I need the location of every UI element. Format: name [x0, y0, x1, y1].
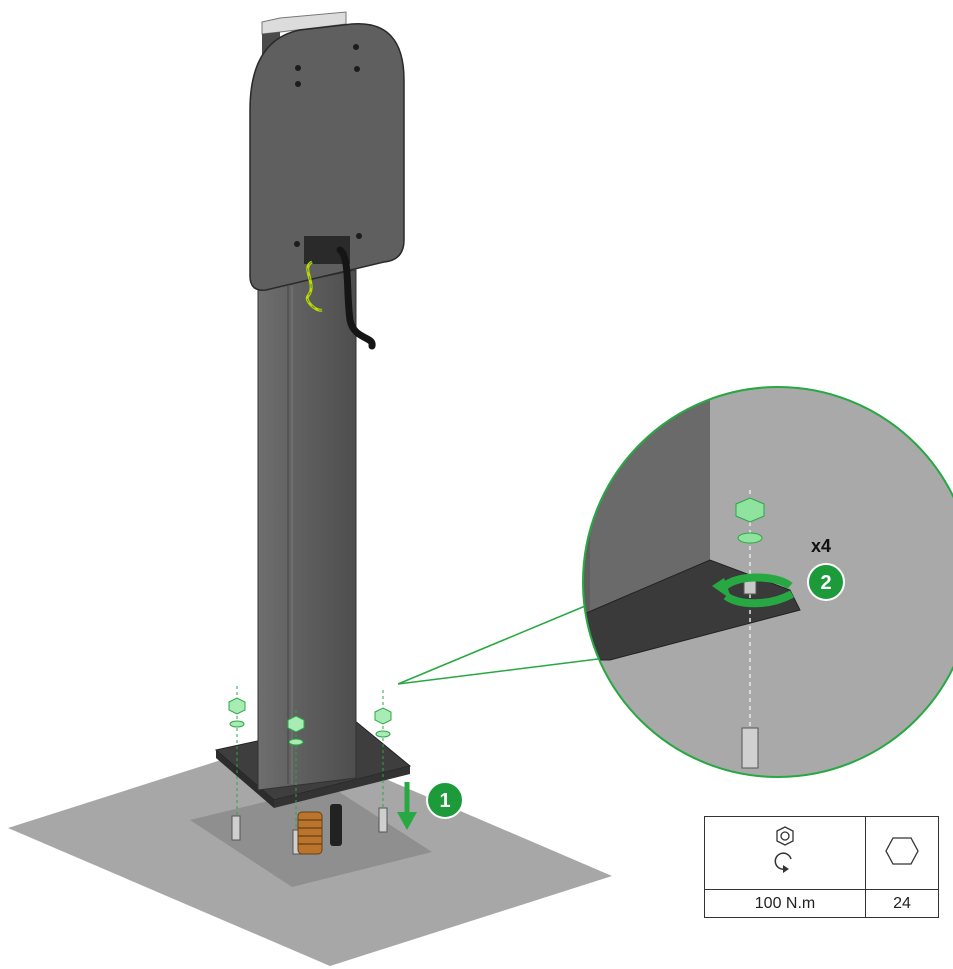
hexagon-wrench-icon — [885, 836, 919, 865]
zoom-circle-border — [582, 386, 953, 778]
torque-value: 100 N.m — [704, 889, 866, 918]
mounting-plate — [249, 23, 405, 291]
torque-spec-table: 100 N.m 24 — [704, 816, 939, 918]
mounting-holes — [294, 44, 362, 247]
nut-torque-icon — [774, 825, 794, 873]
step-1-badge: 1 — [426, 781, 464, 819]
quantity-label: x4 — [811, 536, 831, 556]
torque-icon-cell — [704, 816, 866, 890]
step-1-label: 1 — [439, 790, 450, 812]
pole-column — [257, 269, 357, 791]
power-cable — [336, 246, 376, 350]
step-2-label: 2 — [820, 572, 831, 594]
cable-conduits — [297, 804, 342, 855]
base-nuts — [228, 686, 392, 830]
step-2-badge: 2 — [807, 563, 845, 601]
down-arrow-icon — [397, 782, 417, 830]
wrench-size: 24 — [865, 889, 939, 918]
rotation-arrow-icon — [712, 573, 794, 608]
zoom-nut — [735, 497, 765, 595]
zoom-leader-lines — [397, 603, 615, 685]
wrench-icon-cell — [865, 816, 939, 890]
